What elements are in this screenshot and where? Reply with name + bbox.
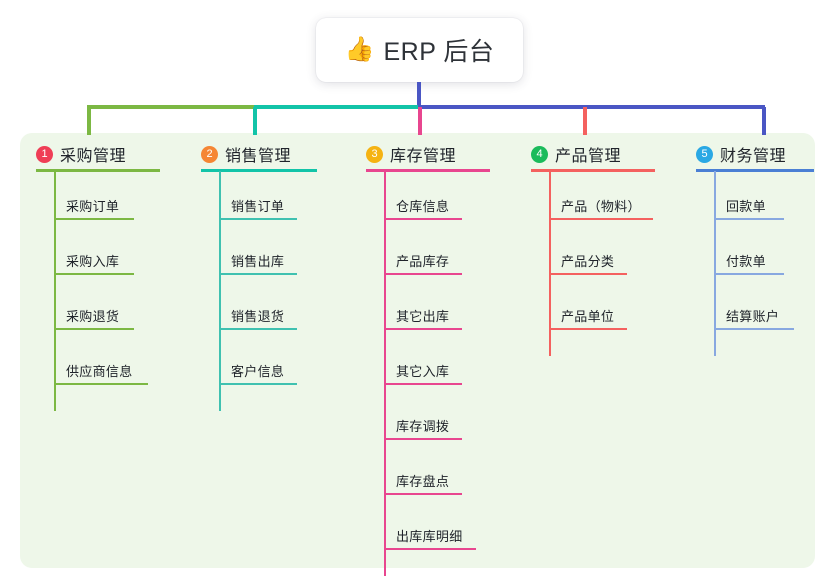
mindmap-panel: 1 采购管理采购订单采购入库采购退货供应商信息 2 销售管理销售订单销售出库销售退货客… [20, 133, 815, 576]
leaf-item-label: 销售订单 [231, 199, 285, 214]
leaf-item-label: 其它入库 [396, 364, 450, 379]
drop-inventory [418, 107, 422, 135]
leaf-item-rule [54, 273, 134, 275]
branch-number-badge: 3 [366, 145, 383, 163]
leaf-item-rule [549, 273, 627, 275]
branch-spine [549, 171, 551, 356]
leaf-item-rule [384, 548, 476, 550]
branch-title: 产品管理 [555, 148, 622, 165]
drop-product [583, 107, 587, 135]
leaf-item-label: 采购订单 [66, 199, 120, 214]
branch-header-inventory[interactable]: 3 库存管理 [366, 142, 456, 166]
root-node-card[interactable]: 👍 ERP 后台 [316, 18, 523, 82]
leaf-item-label: 出库库明细 [396, 529, 463, 544]
branch-header-rule [531, 169, 655, 172]
leaf-item-rule [219, 383, 297, 385]
leaf-item-label: 库存盘点 [396, 474, 450, 489]
bus-segment-green [87, 105, 255, 109]
leaf-item-rule [714, 218, 784, 220]
branch-title: 库存管理 [390, 148, 457, 165]
leaf-item-rule [384, 383, 462, 385]
branch-number-badge: 1 [36, 145, 53, 163]
leaf-item-rule [384, 273, 462, 275]
branch-spine [54, 171, 56, 411]
leaf-item-label: 产品分类 [561, 254, 615, 269]
leaf-item-rule [384, 493, 462, 495]
leaf-item-label: 回款单 [726, 199, 766, 214]
leaf-item-rule [384, 328, 462, 330]
branch-spine [219, 171, 221, 411]
leaf-item-rule [714, 273, 784, 275]
branch-header-product[interactable]: 4 产品管理 [531, 142, 621, 166]
root-connector-stem [417, 82, 421, 107]
leaf-item-label: 产品库存 [396, 254, 450, 269]
leaf-item-label: 销售退货 [231, 309, 285, 324]
drop-purchase [87, 107, 91, 135]
leaf-item-label: 其它出库 [396, 309, 450, 324]
leaf-item-label: 库存调拨 [396, 419, 450, 434]
root-node-content: 👍 ERP 后台 [345, 32, 495, 68]
bus-segment-teal [254, 105, 419, 109]
branch-spine [384, 171, 386, 576]
leaf-item-rule [54, 328, 134, 330]
thumbs-up-icon: 👍 [344, 36, 375, 63]
leaf-item-label: 客户信息 [231, 364, 285, 379]
leaf-item-label: 结算账户 [726, 309, 780, 324]
branch-header-purchase[interactable]: 1 采购管理 [36, 142, 126, 166]
branch-title: 采购管理 [60, 148, 127, 165]
leaf-item-label: 付款单 [726, 254, 766, 269]
branch-header-rule [366, 169, 490, 172]
branch-header-sales[interactable]: 2 销售管理 [201, 142, 291, 166]
leaf-item-rule [54, 218, 134, 220]
leaf-item-label: 供应商信息 [66, 364, 133, 379]
root-node-title: ERP 后台 [383, 38, 495, 66]
branch-header-finance[interactable]: 5 财务管理 [696, 142, 786, 166]
leaf-item-rule [384, 218, 462, 220]
branch-number-badge: 5 [696, 145, 713, 163]
leaf-item-rule [549, 328, 627, 330]
branch-header-rule [696, 169, 814, 172]
leaf-item-rule [714, 328, 794, 330]
leaf-item-rule [384, 438, 462, 440]
leaf-item-label: 销售出库 [231, 254, 285, 269]
bus-segment-blue [418, 105, 765, 109]
branch-header-rule [201, 169, 317, 172]
leaf-item-label: 采购入库 [66, 254, 120, 269]
branch-header-rule [36, 169, 160, 172]
leaf-item-rule [219, 273, 297, 275]
leaf-item-rule [54, 383, 148, 385]
leaf-item-rule [219, 218, 297, 220]
leaf-item-label: 采购退货 [66, 309, 120, 324]
drop-finance [762, 107, 766, 135]
drop-sales [253, 107, 257, 135]
leaf-item-rule [549, 218, 653, 220]
leaf-item-label: 仓库信息 [396, 199, 450, 214]
leaf-item-label: 产品单位 [561, 309, 615, 324]
branch-spine [714, 171, 716, 356]
branch-number-badge: 2 [201, 145, 218, 163]
leaf-item-label: 产品（物料） [561, 199, 641, 214]
branch-title: 销售管理 [225, 148, 292, 165]
leaf-item-rule [219, 328, 297, 330]
branch-title: 财务管理 [720, 148, 787, 165]
branch-number-badge: 4 [531, 145, 548, 163]
